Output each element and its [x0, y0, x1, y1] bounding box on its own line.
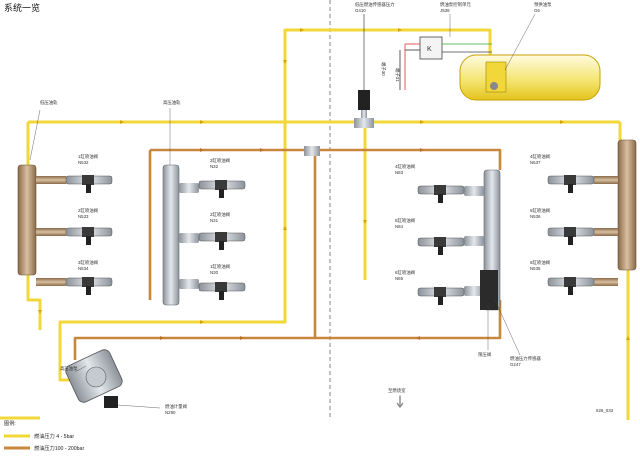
injector-code: N535	[530, 266, 541, 271]
injector-code: N536	[530, 214, 541, 219]
injector	[417, 287, 465, 305]
injector-code: N534	[78, 266, 89, 271]
high-pressure-lines	[73, 148, 502, 360]
injector-name: 4缸喷油阀	[530, 153, 550, 160]
injector-code: N30	[210, 270, 219, 275]
low-t-piece	[354, 118, 374, 128]
figure-id: 626_033	[596, 408, 614, 413]
left-high-pressure-rail	[162, 164, 199, 306]
injector-code: N83	[395, 170, 404, 175]
down-arrow-icon	[396, 396, 404, 409]
code-g410: G410	[355, 8, 366, 13]
legend-label-high: 燃油压力100 - 200bar	[34, 444, 84, 452]
label-high-pressure-rail: 高压油轨	[163, 99, 181, 106]
fuel-tank	[459, 54, 601, 101]
code-n290: N290	[165, 410, 176, 415]
injector-name: 1缸喷油阀	[78, 153, 98, 160]
label-to-engine: 至燃烧室	[388, 387, 406, 394]
injector	[417, 185, 465, 203]
injector-name: 5缸喷油阀	[530, 207, 550, 214]
code-g6: G6	[534, 8, 540, 13]
injector	[547, 277, 595, 295]
svg-text:K: K	[427, 46, 432, 53]
fuel-pump-control-unit: K	[399, 36, 492, 90]
injector-code: N85	[395, 276, 404, 281]
left-low-pressure-rail	[17, 164, 66, 286]
wire-label-1: 端子30	[380, 62, 387, 76]
injector	[198, 180, 246, 198]
low-pressure-sensor	[358, 14, 370, 118]
injector-code: N31	[210, 218, 219, 223]
injector-code: N533	[78, 214, 89, 219]
injector-name: 2缸喷油阀	[210, 211, 230, 218]
injector	[198, 282, 246, 300]
injector-name: 2缸喷油阀	[78, 207, 98, 214]
injector-code: N84	[395, 224, 404, 229]
injector-name: 3缸喷油阀	[210, 157, 230, 164]
label-j538: 燃油泵控制单元	[440, 1, 471, 8]
flow-arrows	[38, 28, 630, 340]
legend-heading: 图例:	[4, 419, 16, 427]
label-g6: 预供油泵	[534, 1, 552, 8]
legend-label-low: 燃油压力 4 - 5bar	[34, 432, 74, 440]
injector-code: N532	[78, 160, 89, 165]
injector-name: 5缸喷油阀	[395, 217, 415, 224]
code-g247: G247	[510, 362, 521, 367]
injector	[547, 175, 595, 193]
label-low-pressure-rail: 低压油轨	[40, 99, 58, 106]
code-j538: J538	[440, 8, 450, 13]
injector-name: 6缸喷油阀	[530, 259, 550, 266]
injector-name: 4缸喷油阀	[395, 163, 415, 170]
label-pump: 高压油泵	[60, 365, 78, 372]
legend: 图例: 燃油压力 4 - 5bar 燃油压力100 - 200bar	[4, 419, 84, 452]
label-pressure-limit: 限压阀	[478, 351, 491, 358]
injector	[65, 277, 113, 295]
label-g410: 低压燃油传感器压力	[355, 1, 395, 8]
injector	[417, 237, 465, 255]
injector-name: 6缸喷油阀	[395, 269, 415, 276]
injector-name: 1缸喷油阀	[210, 263, 230, 270]
injector-code: N537	[530, 160, 541, 165]
injector-code: N32	[210, 164, 219, 169]
wire-label-2: 端子31	[394, 68, 401, 82]
high-t-piece	[304, 146, 320, 156]
injector	[198, 232, 246, 250]
right-low-pressure-rail	[594, 139, 637, 286]
diagram-title: 系统一览	[4, 2, 40, 13]
injector	[547, 227, 595, 245]
high-pressure-pump	[65, 349, 123, 408]
injector-name: 3缸喷油阀	[78, 259, 98, 266]
label-g247: 燃油压力传感器	[510, 355, 541, 362]
injector	[65, 175, 113, 193]
label-n290: 燃油计量阀	[165, 403, 187, 410]
injector	[65, 227, 113, 245]
low-pressure-lines	[0, 28, 630, 420]
right-high-pressure-rail	[464, 169, 501, 311]
